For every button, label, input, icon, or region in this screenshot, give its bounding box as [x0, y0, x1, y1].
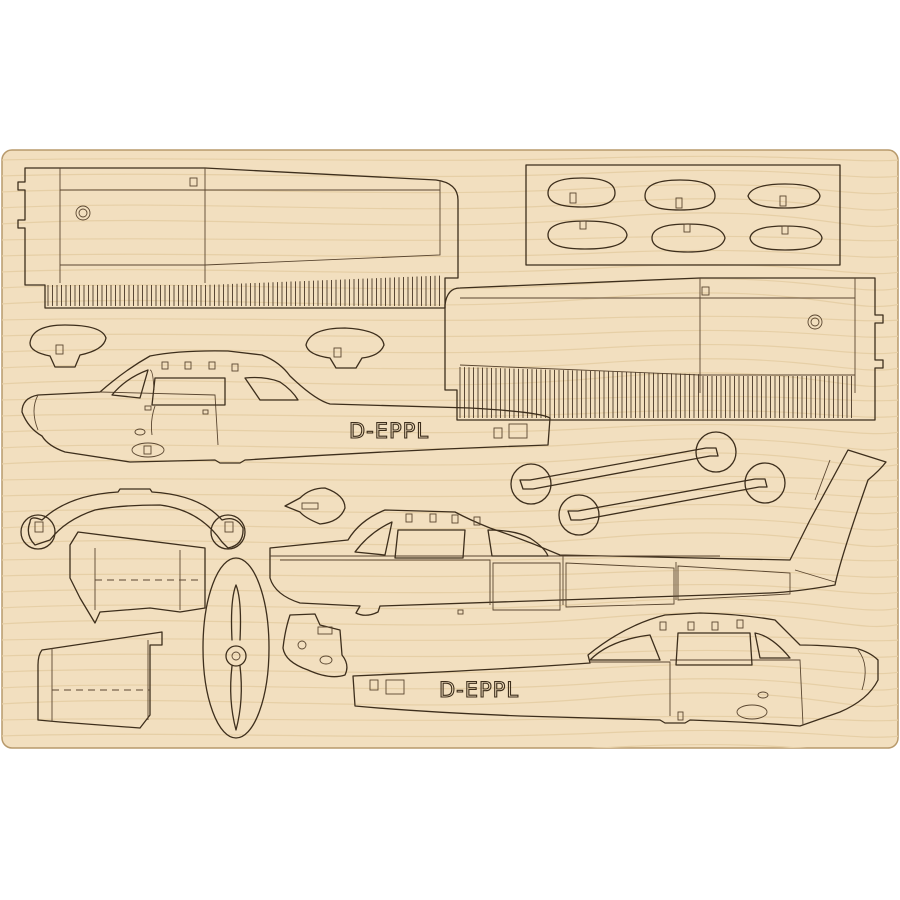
grain-line	[2, 263, 898, 275]
grain-line	[2, 569, 898, 578]
right-fuselage: D-EPPL	[352, 612, 879, 727]
center-fuselage	[269, 449, 887, 616]
upper-wing	[17, 167, 459, 309]
left-fuselage-registration: D-EPPL	[349, 419, 429, 443]
propeller	[202, 557, 270, 739]
grain-line	[2, 343, 898, 355]
grain-line	[2, 715, 898, 722]
grain-line	[2, 438, 898, 451]
left-fuselage: D-EPPL	[21, 350, 551, 464]
small-tab-2	[305, 327, 385, 369]
grain-line	[2, 678, 898, 691]
grain-line	[2, 649, 898, 658]
grain-line	[2, 169, 898, 178]
grain-line	[2, 692, 898, 708]
grain-line	[2, 155, 898, 162]
grain-line	[2, 489, 898, 498]
landing-gear	[20, 488, 246, 550]
grain-line	[2, 395, 898, 402]
arrow-piece	[284, 487, 346, 525]
grain-line	[2, 729, 898, 738]
plywood-board	[1, 149, 899, 749]
grain-line	[2, 555, 898, 562]
grain-line	[2, 583, 898, 595]
grain-line	[2, 635, 898, 642]
grain-line	[2, 663, 898, 675]
grain-line	[2, 315, 898, 322]
grain-line	[2, 475, 898, 482]
lower-wing	[444, 277, 884, 421]
grain-line	[2, 598, 898, 611]
grain-line	[2, 278, 898, 291]
grain-line	[2, 372, 898, 388]
right-fuselage-registration: D-EPPL	[439, 678, 519, 702]
nose-wheel-part	[282, 613, 348, 678]
stabilizer-left	[69, 531, 206, 624]
grain-line	[2, 292, 898, 308]
small-tab-1	[29, 324, 107, 368]
grain-line	[2, 518, 898, 531]
grain-line	[2, 249, 898, 258]
grain-line	[2, 329, 898, 338]
grain-line	[2, 532, 898, 548]
grain-line	[2, 212, 898, 228]
stabilizer-right	[37, 631, 163, 729]
grain-line	[2, 198, 898, 211]
wheel-axle-1	[510, 431, 737, 505]
wheel-axle-2	[558, 462, 786, 536]
upper-wing-hatching	[47, 275, 440, 306]
grain-line	[2, 358, 898, 371]
window-panel	[525, 164, 841, 266]
grain-line	[2, 423, 898, 435]
grain-line	[2, 235, 898, 242]
lower-wing-hatching	[459, 367, 852, 418]
grain-line	[2, 503, 898, 515]
grain-line	[2, 612, 898, 628]
